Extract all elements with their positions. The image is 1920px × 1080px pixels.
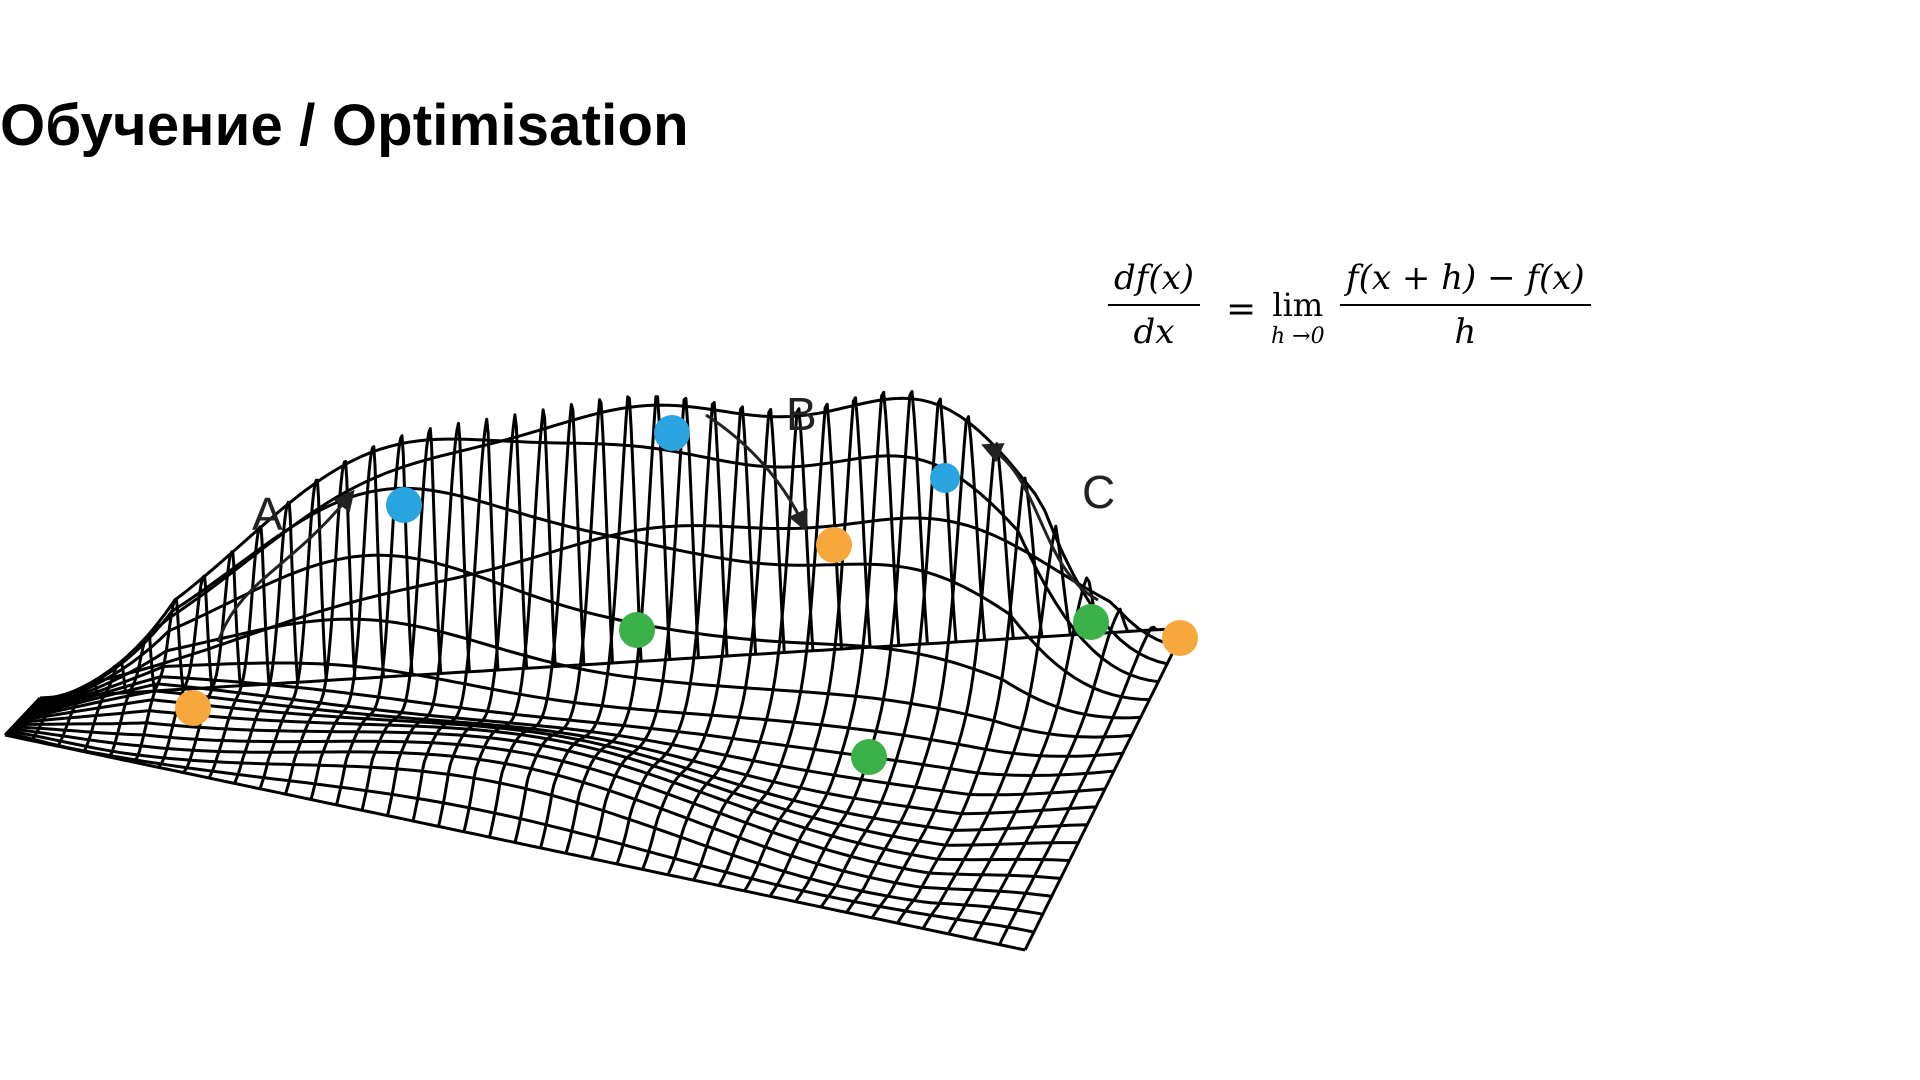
derivative-formula: df(x) dx = lim h →0 f(x + h) − f(x) h <box>1108 250 1628 370</box>
label-c: C <box>1082 466 1115 518</box>
arrow-up-icon <box>981 443 1099 602</box>
mesh-line <box>8 729 1044 916</box>
peak-point <box>654 415 690 451</box>
mesh-line <box>22 682 1106 797</box>
minimum-point <box>619 612 655 648</box>
mesh-line <box>4 733 1026 952</box>
loss-surface-mesh <box>3 390 1187 952</box>
start-point <box>1162 620 1198 656</box>
mesh-line <box>29 553 1141 720</box>
peak-point <box>386 487 422 523</box>
mesh-line <box>10 727 1052 898</box>
equals-sign: = <box>1226 289 1257 330</box>
arrow-up-icon <box>216 489 355 643</box>
start-point <box>816 527 852 563</box>
rhs-denominator: h <box>1454 312 1477 352</box>
arrow-down-icon <box>705 413 808 532</box>
lhs-fraction: df(x) dx <box>1108 258 1201 352</box>
label-b: B <box>786 388 817 440</box>
mesh-line <box>921 524 1072 930</box>
minimum-point <box>1073 604 1109 640</box>
loss-landscape-diagram: A B C <box>3 388 1198 952</box>
mesh-line <box>39 626 1186 700</box>
limit-subscript: h →0 <box>1271 324 1325 349</box>
rhs-fraction: f(x + h) − f(x) h <box>1340 258 1591 352</box>
lhs-numerator: df(x) <box>1114 258 1195 298</box>
mesh-line <box>14 721 1070 863</box>
rhs-fraction-bar <box>1340 304 1591 306</box>
mesh-line <box>26 661 1123 758</box>
minimum-point <box>851 739 887 775</box>
mesh-line <box>27 617 1132 739</box>
lhs-fraction-bar <box>1108 304 1201 306</box>
limit-operator: lim h →0 <box>1271 286 1325 350</box>
start-point <box>175 690 211 726</box>
mesh-line <box>12 725 1061 880</box>
label-a: A <box>252 488 283 540</box>
mesh-line <box>31 486 1150 708</box>
peak-point <box>930 463 960 493</box>
rhs-numerator: f(x + h) − f(x) <box>1346 258 1585 298</box>
lhs-denominator: dx <box>1133 312 1175 352</box>
mesh-line <box>6 731 1035 934</box>
limit-word: lim <box>1272 286 1324 324</box>
mesh-line <box>35 396 1168 704</box>
page-title: Обучение / Optimisation <box>0 93 689 158</box>
mesh-line <box>33 437 1159 706</box>
mesh-line <box>24 675 1115 777</box>
